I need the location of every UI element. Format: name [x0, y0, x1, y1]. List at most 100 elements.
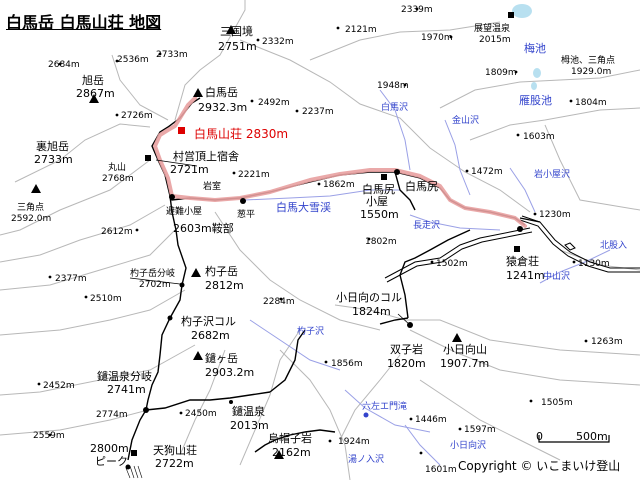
point-hinangoya-elev: 2603m鞍部: [173, 221, 234, 235]
point-shakushi-bunki-name: 杓子岳分岐: [130, 267, 175, 279]
spot-height-label: 1802m: [365, 237, 397, 247]
hut-shiroumajiri-name: 白馬尻: [362, 182, 395, 196]
spot-height-label: 2726m: [121, 111, 153, 121]
spot-height-label: 1970m: [421, 33, 453, 43]
hut-sarukura-name: 猿倉荘: [506, 254, 539, 268]
peak-triangle-yari: [193, 351, 203, 360]
peak-futago-name: 双子岩: [390, 342, 423, 356]
hut-shiroumasanso-label: 白馬山荘 2830m: [194, 126, 288, 141]
point-yarionsen-bunki-elev: 2741m: [107, 383, 146, 396]
hut-markers: [131, 12, 520, 456]
spot-height-label: 2450m: [185, 409, 217, 419]
spot-height-label: 2492m: [258, 98, 290, 108]
hut-square-sonei: [145, 155, 151, 161]
hut-square-tenbo: [508, 12, 514, 18]
spot-height-label: 2121m: [345, 25, 377, 35]
point-tsugaike-elev: 1929.0m: [571, 67, 611, 77]
spot-height-label: 1502m: [436, 259, 468, 269]
river-iwagoyasawa: 岩小屋沢: [534, 168, 570, 180]
hut-tenbo-name: 展望温泉: [474, 22, 510, 34]
spot-height-label: 1948m: [377, 81, 409, 91]
point-shiroumajiri-label: 白馬尻: [405, 179, 438, 193]
hut-square-shiroumasanso: [178, 127, 185, 134]
spot-height-label: 2377m: [55, 274, 87, 284]
scale-label: 500m: [576, 430, 608, 443]
peak-asahi-elev: 2867m: [76, 87, 115, 100]
spot-height-label: 1603m: [523, 132, 555, 142]
peak-triangle-shirouma: [193, 88, 203, 97]
peak-markers: [31, 25, 462, 459]
point-2800-name: 2800m: [90, 442, 129, 455]
river-daisekkei: 白馬大雪渓: [276, 200, 331, 214]
spot-height-label: 2684m: [48, 60, 80, 70]
point-tsugaike-name: 栂池、三角点: [561, 54, 615, 66]
peak-shirouma-elev: 2932.3m: [198, 101, 247, 114]
hut-sonei-elev: 2721m: [170, 163, 209, 176]
river-yunoirisawa: 湯ノ入沢: [348, 453, 384, 465]
spot-height-label: 1263m: [591, 337, 623, 347]
spot-height-label: 1597m: [464, 425, 496, 435]
leader-lines: [129, 159, 411, 326]
river-kohinatasawa: 小日向沢: [450, 439, 486, 451]
river-rokuzaemon: 六左エ門滝: [362, 400, 407, 412]
river-nakayamasawa: 中山沢: [543, 270, 570, 282]
peak-triangle-asahi: [89, 94, 99, 103]
peak-futago-elev: 1820m: [387, 357, 426, 370]
spot-height-label: 2339m: [401, 5, 433, 15]
spot-height-label: 2536m: [117, 55, 149, 65]
spot-height-label: 1472m: [471, 167, 503, 177]
peak-yari-name: 鑓ヶ岳: [205, 351, 238, 365]
peak-uraasahi-name: 裏旭岳: [36, 139, 69, 153]
spot-height-label: 2237m: [302, 107, 334, 117]
hut-tengu-name: 天狗山荘: [153, 444, 197, 457]
point-kohinata-col-elev: 1824m: [352, 305, 391, 318]
hut-labels: 白馬山荘 2830m 村営頂上宿舎 2721m 白馬尻 小屋 1550m 白馬尻…: [153, 22, 545, 470]
scale-zero: 0: [536, 430, 543, 443]
point-shakushisawa-col-name: 杓子沢コル: [181, 314, 236, 328]
point-2800-sub: ピーク: [95, 455, 128, 468]
hut-square-sarukura: [514, 246, 520, 252]
spot-height-label: 1856m: [331, 359, 363, 369]
peak-asahi-name: 旭岳: [82, 73, 104, 87]
peak-triangle-eboshi: [274, 450, 284, 459]
point-iwamuro: 岩室: [203, 180, 221, 192]
peak-uraasahi-elev: 2733m: [34, 153, 73, 166]
spot-height-label: 1862m: [323, 180, 355, 190]
point-yarionsen-bunki-name: 鑓温泉分岐: [97, 369, 152, 383]
hut-shiroumajiri-elev: 1550m: [360, 208, 399, 221]
point-shakushisawa-col-elev: 2682m: [191, 329, 230, 342]
point-maruyama-elev: 2768m: [102, 174, 134, 184]
spot-height-label: 2452m: [43, 381, 75, 391]
point-maruyama-name: 丸山: [108, 161, 126, 173]
scale-bar: [538, 435, 610, 443]
peak-shakushi-name: 杓子岳: [205, 264, 238, 278]
point-negiheira: 葱平: [237, 208, 255, 220]
peak-triangle-shakushi: [191, 268, 201, 277]
point-shakushi-bunki-elev: 2702m: [139, 280, 171, 290]
river-kanayamasawa: 金山沢: [452, 114, 479, 126]
river-labels: 白馬大雪渓 白馬沢 金山沢 岩小屋沢 長走沢 北股入 中山沢 杓子沢 六左エ門滝…: [276, 101, 627, 465]
route-highlight: [153, 96, 527, 228]
point-yarionsen-name: 鑓温泉: [232, 404, 265, 418]
spot-height-label: 2332m: [262, 37, 294, 47]
peak-shirouma-name: 白馬岳: [205, 85, 238, 99]
hut-square-tengu: [131, 450, 137, 456]
spot-height-label: 1505m: [541, 398, 573, 408]
hut-shiroumajiri-sub: 小屋: [366, 195, 388, 208]
cliff-hatching: [125, 465, 143, 479]
hut-tengu-elev: 2722m: [155, 457, 194, 470]
spot-height-label: 2284m: [263, 297, 295, 307]
waterfall-marker: [363, 412, 369, 418]
spot-height-label: 2221m: [238, 170, 270, 180]
river-shiroumasawa: 白馬沢: [381, 101, 408, 113]
hut-square-shiroumajiri: [381, 174, 387, 180]
spot-height-label: 1601m: [425, 465, 457, 475]
peak-kohinata-name: 小日向山: [443, 342, 487, 356]
peak-triangle-mikuni: [226, 25, 236, 34]
hot-spring-marker: [229, 400, 233, 404]
point-gamataike: 雁股池: [519, 94, 552, 107]
spot-height-label: 1230m: [539, 210, 571, 220]
peak-eboshi-name: 烏帽子岩: [268, 431, 312, 445]
